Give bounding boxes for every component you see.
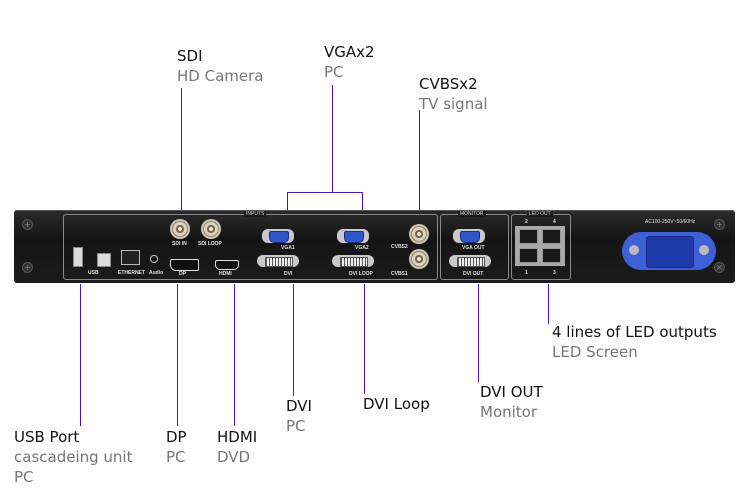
- leader-line-vga2: [362, 192, 363, 212]
- led-port-3-label: 3: [553, 270, 556, 276]
- callout-title: 4 lines of LED outputs: [552, 323, 717, 341]
- led-out-port-2: [519, 229, 538, 244]
- callout-title: DVI: [286, 397, 312, 415]
- leader-line-sdi: [181, 88, 182, 216]
- vga1-label: VGA1: [281, 245, 295, 251]
- ethernet-label: ETHERNET: [118, 270, 145, 276]
- callout-dvi-out: DVI OUT Monitor: [480, 382, 543, 422]
- dvi-connector: [257, 255, 299, 267]
- ethernet-port: [121, 250, 140, 265]
- cvbs2-connector: [409, 224, 429, 244]
- leader-line-hdmi: [234, 284, 235, 426]
- cvbs1-label: CVBS1: [391, 271, 408, 277]
- callout-dvi: DVI PC: [286, 396, 312, 436]
- sdi-loop-connector: [201, 219, 221, 239]
- vga-out-connector: [453, 229, 485, 243]
- led-port-1-label: 1: [525, 270, 528, 276]
- leader-line-vga-bracket: [287, 192, 363, 193]
- hdmi-label: HDMI: [219, 271, 232, 277]
- audio-jack: [150, 255, 158, 263]
- audio-label: Audio: [149, 270, 164, 276]
- callout-vga: VGAx2 PC: [324, 42, 375, 82]
- callout-subtitle: PC: [166, 448, 186, 466]
- dvi-out-label: DVI OUT: [463, 271, 484, 277]
- sdi-loop-label: SDI LOOP: [198, 241, 222, 247]
- led-out-port-4: [542, 229, 561, 244]
- led-out-port-1: [519, 248, 538, 263]
- sdi-in-label: SDI IN: [172, 241, 187, 247]
- leader-line-usb: [80, 284, 81, 426]
- vga-out-label: VGA OUT: [462, 245, 485, 251]
- callout-title: HDMI: [217, 428, 258, 446]
- cvbs2-label: CVBS2: [391, 244, 408, 250]
- callout-title: VGAx2: [324, 43, 375, 61]
- led-port-2-label: 2: [525, 219, 528, 225]
- callout-subtitle: PC: [286, 417, 306, 435]
- power-inlet: [622, 232, 716, 270]
- callout-subtitle: DVD: [217, 448, 251, 466]
- led-out-block: [515, 226, 565, 266]
- callout-subtitle: cascadeing unit: [14, 448, 133, 466]
- leader-line-led-out: [548, 284, 549, 324]
- led-out-panel-title: LED OUT: [527, 211, 553, 217]
- callout-title: USB Port: [14, 428, 80, 446]
- inputs-panel-title: INPUTS: [244, 211, 267, 217]
- callout-subtitle: HD Camera: [177, 67, 264, 85]
- iec-socket: [646, 236, 694, 268]
- callout-led-out: 4 lines of LED outputs LED Screen: [552, 322, 717, 362]
- device-rear-panel: + + + ×: [14, 210, 735, 283]
- leader-line-dvi: [293, 284, 294, 396]
- leader-line-dvi-out: [478, 284, 479, 382]
- dvi-out-connector: [449, 255, 491, 267]
- leader-line-vga-stem: [332, 85, 333, 192]
- cvbs1-connector: [409, 249, 429, 269]
- callout-cvbs: CVBSx2 TV signal: [419, 74, 488, 114]
- callout-dp: DP PC: [166, 427, 187, 467]
- callout-hdmi: HDMI DVD: [217, 427, 257, 467]
- callout-title: DP: [166, 428, 187, 446]
- monitor-panel-title: MONITOR: [458, 211, 486, 217]
- callout-title: DVI OUT: [480, 383, 543, 401]
- screw-icon: +: [22, 219, 33, 230]
- power-rating-label: AC100-250V~50/60Hz: [645, 219, 696, 225]
- callout-subtitle-2: PC: [14, 468, 34, 486]
- screw-icon: +: [22, 262, 33, 273]
- leader-line-dvi-loop: [364, 284, 365, 394]
- callout-usb: USB Port cascadeing unit PC: [14, 427, 132, 487]
- leader-line-vga1: [287, 192, 288, 212]
- screw-icon: [629, 245, 639, 255]
- dp-port: [170, 259, 199, 271]
- callout-sdi: SDI HD Camera: [177, 46, 263, 86]
- led-port-4-label: 4: [553, 219, 556, 225]
- vga2-connector: [337, 229, 369, 243]
- dvi-loop-connector: [332, 255, 374, 267]
- usb-b-port: [97, 253, 111, 267]
- dp-label: DP: [179, 271, 186, 277]
- leader-line-dp: [177, 284, 178, 426]
- callout-title: SDI: [177, 47, 203, 65]
- callout-dvi-loop: DVI Loop: [363, 394, 430, 414]
- hdmi-port: [215, 260, 239, 270]
- led-out-port-3: [542, 248, 561, 263]
- callout-subtitle: PC: [324, 63, 344, 81]
- callout-subtitle: Monitor: [480, 403, 538, 421]
- callout-title: CVBSx2: [419, 75, 478, 93]
- dvi-loop-label: DVI LOOP: [349, 271, 373, 277]
- vga2-label: VGA2: [355, 245, 369, 251]
- screw-icon: +: [714, 219, 725, 230]
- vga1-connector: [262, 229, 294, 243]
- usb-label: USB: [88, 270, 99, 276]
- usb-a-port: [73, 247, 83, 267]
- dvi-label: DVI: [284, 271, 293, 277]
- callout-subtitle: LED Screen: [552, 343, 638, 361]
- leader-line-cvbs: [419, 110, 420, 216]
- screw-icon: ×: [714, 262, 725, 273]
- callout-title: DVI Loop: [363, 395, 430, 413]
- screw-icon: [699, 245, 709, 255]
- sdi-in-connector: [170, 219, 190, 239]
- callout-subtitle: TV signal: [419, 95, 488, 113]
